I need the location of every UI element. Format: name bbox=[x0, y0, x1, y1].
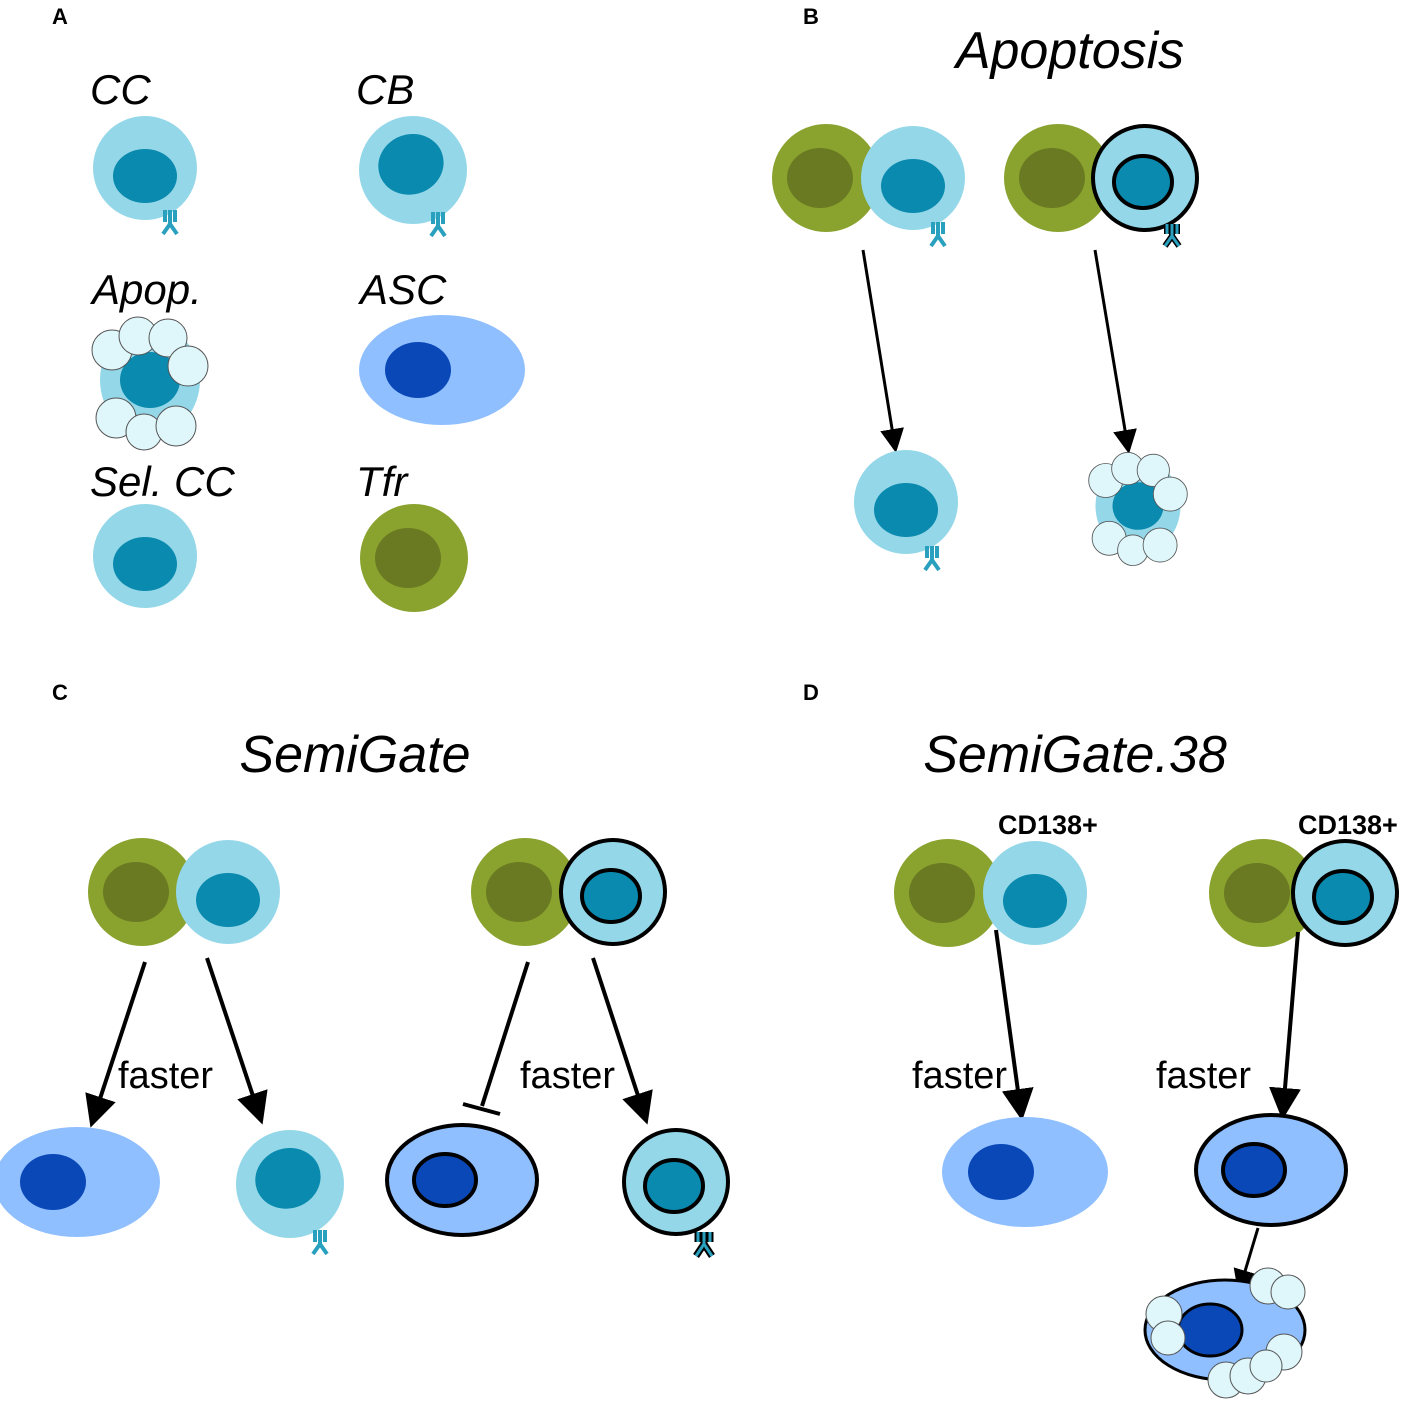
arrow-to-cc bbox=[591, 957, 653, 1125]
tfr-cc-pair-high-affinity bbox=[471, 838, 667, 946]
centroblast-icon bbox=[359, 116, 467, 238]
legend-label-sel-cc: Sel. CC bbox=[90, 458, 235, 505]
rate-label: faster bbox=[118, 1055, 213, 1097]
antibody-secreting-cell-icon bbox=[942, 1117, 1108, 1227]
cd138-marker-label: CD138+ bbox=[1298, 810, 1398, 840]
arrow-to-asc bbox=[1269, 931, 1301, 1120]
panel-b-title: Apoptosis bbox=[953, 22, 1184, 80]
follicular-regulatory-t-cell-icon bbox=[360, 504, 468, 612]
antibody-secreting-cell-icon bbox=[1194, 1113, 1348, 1227]
arrow-to-asc bbox=[85, 961, 147, 1128]
legend-label-cb: CB bbox=[356, 66, 414, 113]
legend-label-cc: CC bbox=[90, 66, 151, 113]
apoptotic-cell-icon bbox=[1088, 452, 1188, 566]
inhibition-bar bbox=[462, 1102, 501, 1116]
arrow-to-cc bbox=[205, 957, 268, 1125]
arrow-apoptosis bbox=[1093, 249, 1137, 454]
panel-c-title: SemiGate bbox=[239, 726, 470, 784]
legend-label-asc: ASC bbox=[357, 266, 447, 313]
legend-label-tfr: Tfr bbox=[356, 458, 409, 505]
apoptotic-cell-icon bbox=[91, 316, 209, 451]
rate-label: faster bbox=[912, 1055, 1007, 1097]
antibody-secreting-cell-icon bbox=[0, 1127, 160, 1237]
apoptotic-asc-icon bbox=[1143, 1267, 1307, 1399]
panel-d-title: SemiGate.38 bbox=[923, 726, 1227, 784]
tfr-cc-pair-low-affinity bbox=[894, 839, 1087, 947]
recycled-centrocyte-icon bbox=[622, 1128, 730, 1258]
rate-label: faster bbox=[520, 1055, 615, 1097]
centrocyte-icon bbox=[93, 116, 197, 236]
surviving-centrocyte-icon bbox=[854, 450, 958, 572]
tfr-cc-pair-high-affinity bbox=[1209, 839, 1399, 947]
rate-label: faster bbox=[1156, 1055, 1251, 1097]
panel-b: B Apoptosis bbox=[772, 4, 1199, 572]
tfr-cc-pair-high-affinity bbox=[1004, 124, 1199, 248]
tfr-cc-pair-low-affinity bbox=[88, 838, 280, 946]
arrow-survival bbox=[861, 249, 904, 453]
panel-c: C SemiGate faster faster bbox=[0, 680, 730, 1258]
panel-d-letter: D bbox=[803, 680, 819, 705]
cd138-marker-label: CD138+ bbox=[998, 810, 1098, 840]
arrow-to-asc bbox=[994, 929, 1034, 1121]
recycled-centrocyte-icon bbox=[236, 1130, 344, 1256]
panel-a: A CC CB Apop. ASC Sel. CC Tfr bbox=[52, 4, 525, 612]
antibody-secreting-cell-icon bbox=[359, 315, 525, 425]
panel-a-letter: A bbox=[52, 4, 68, 29]
arrow-to-apoptosis bbox=[1233, 1227, 1260, 1294]
selected-centrocyte-icon bbox=[93, 504, 197, 608]
panel-b-letter: B bbox=[803, 4, 819, 29]
antibody-secreting-cell-icon bbox=[385, 1123, 539, 1237]
inhibition-line bbox=[480, 961, 530, 1107]
panel-d: D SemiGate.38 CD138+ faster CD138+ faste… bbox=[803, 680, 1399, 1399]
tfr-cc-pair-low-affinity bbox=[772, 124, 965, 248]
legend-label-apop: Apop. bbox=[89, 266, 202, 313]
panel-c-letter: C bbox=[52, 680, 68, 705]
